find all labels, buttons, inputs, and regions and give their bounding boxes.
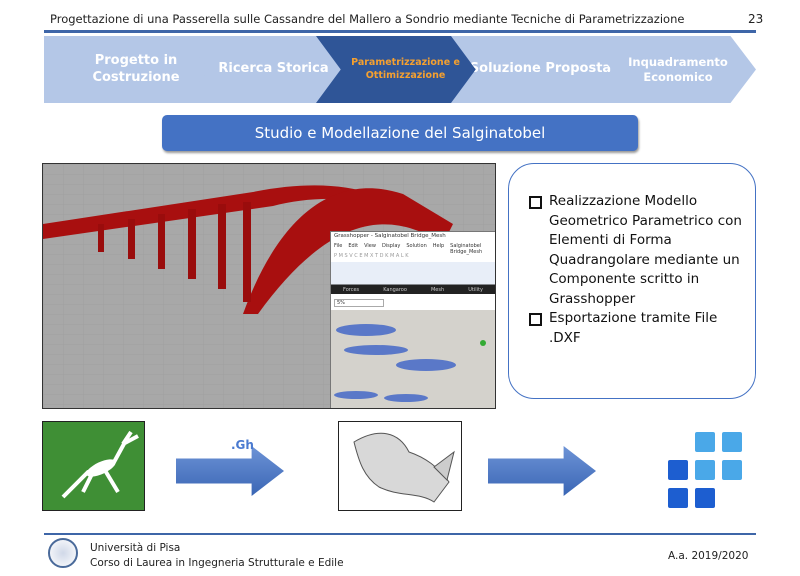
grasshopper-logo	[42, 421, 145, 511]
step-soluzione: Soluzione Proposta	[451, 36, 616, 103]
gh-menu-edit[interactable]: Edit	[348, 243, 359, 249]
dxf-icon	[660, 432, 750, 517]
gh-tabs[interactable]: P M S V C E M X T D K M A L K	[334, 253, 409, 259]
gh-titlebar: Grasshopper - Salginatobel Bridge_Mesh	[334, 233, 446, 239]
rhino-logo	[338, 421, 462, 511]
slide-title: Progettazione di una Passerella sulle Ca…	[50, 12, 685, 26]
step-parametrizzazione: Parametrizzazione e Ottimizzazione	[316, 36, 481, 103]
gh-menubar: File Edit View Display Solution Help Salginato…	[331, 242, 495, 255]
step-ricerca: Ricerca Storica	[184, 36, 349, 103]
gh-doc-name: Salginatobel Bridge_Mesh	[450, 243, 483, 255]
step-progetto: Progetto in Costruzione	[44, 36, 214, 103]
bullet-box: Realizzazione Modello Geometrico Paramet…	[508, 163, 756, 399]
flow-arrow-2	[488, 446, 596, 496]
gh-menu-help[interactable]: Help	[432, 243, 445, 249]
bridge-model	[43, 164, 495, 408]
grasshopper-window[interactable]: Grasshopper - Salginatobel Bridge_Mesh F…	[330, 231, 495, 408]
gh-menu-view[interactable]: View	[364, 243, 376, 249]
section-subtitle: Studio e Modellazione del Salginatobel	[162, 115, 638, 151]
course-name: Corso di Laurea in Ingegneria Struttural…	[90, 557, 344, 570]
flow-arrow-1	[176, 446, 284, 496]
rhino-viewport: Grasshopper - Salginatobel Bridge_Mesh F…	[42, 163, 496, 409]
gh-ribbon: Forces Kangaroo Mesh Utility	[331, 262, 495, 294]
gh-panel-kangaroo[interactable]: Kangaroo	[383, 287, 407, 293]
academic-year: A.a. 2019/2020	[668, 550, 749, 562]
university-name: Università di Pisa	[90, 542, 181, 554]
gh-canvas[interactable]	[331, 310, 495, 408]
gh-menu-solution[interactable]: Solution	[406, 243, 427, 249]
bullet-item: Realizzazione Modello Geometrico Paramet…	[527, 192, 743, 309]
page-number: 23	[748, 12, 764, 26]
gh-panel-forces[interactable]: Forces	[343, 287, 360, 293]
footer-institution: Università di Pisa Corso di Laurea in In…	[90, 541, 344, 571]
gh-menu-file[interactable]: File	[334, 243, 343, 249]
gh-panel-mesh[interactable]: Mesh	[430, 287, 445, 293]
gh-panel-utility[interactable]: Utility	[468, 287, 483, 293]
footer-divider	[44, 533, 756, 535]
gh-toolbar: 5%	[331, 298, 495, 308]
step-inquadramento: Inquadramento Economico	[586, 36, 756, 103]
gh-zoom-field[interactable]: 5%	[334, 299, 384, 307]
bullet-item: Esportazione tramite File .DXF	[527, 309, 743, 348]
gh-menu-display[interactable]: Display	[381, 243, 401, 249]
header-divider	[44, 30, 756, 33]
gh-extension-label: .Gh	[231, 438, 254, 452]
university-seal	[48, 538, 78, 568]
